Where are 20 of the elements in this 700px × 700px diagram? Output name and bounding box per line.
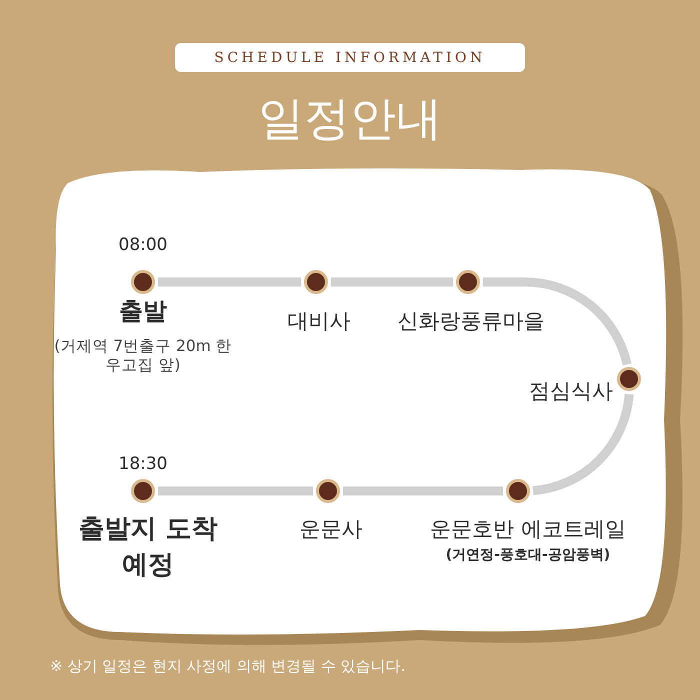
route-line: [158, 278, 301, 286]
stop-detail: (거제역 7번출구 20m 한우고집 앞): [53, 337, 233, 376]
stop-name: 출발: [118, 296, 168, 326]
stop-name: 출발지 도착예정: [78, 513, 218, 582]
route-line: [343, 486, 503, 496]
time-label: 08:00: [118, 235, 168, 256]
stop-name: 운문사: [298, 516, 364, 542]
time-label: 18:30: [118, 454, 168, 476]
stop-detail: (거연정-풍호대-공암풍벽): [444, 547, 612, 564]
route-line: [532, 394, 634, 496]
route-line: [158, 486, 313, 496]
route-line: [483, 278, 632, 366]
stop-name: 신화랑풍류마을: [396, 308, 546, 334]
title: 일정안내: [257, 90, 443, 147]
route-line: [331, 278, 453, 286]
footnote: ※ 상기 일정은 현지 사정에 의해 변경될 수 있습니다.: [50, 657, 406, 676]
stop-name: 대비사: [286, 308, 352, 334]
stop-name: 운문호반 에코트레일: [429, 516, 627, 542]
subtitle-pill: SCHEDULE INFORMATION: [175, 43, 525, 72]
stop-name: 점심식사: [528, 378, 613, 404]
